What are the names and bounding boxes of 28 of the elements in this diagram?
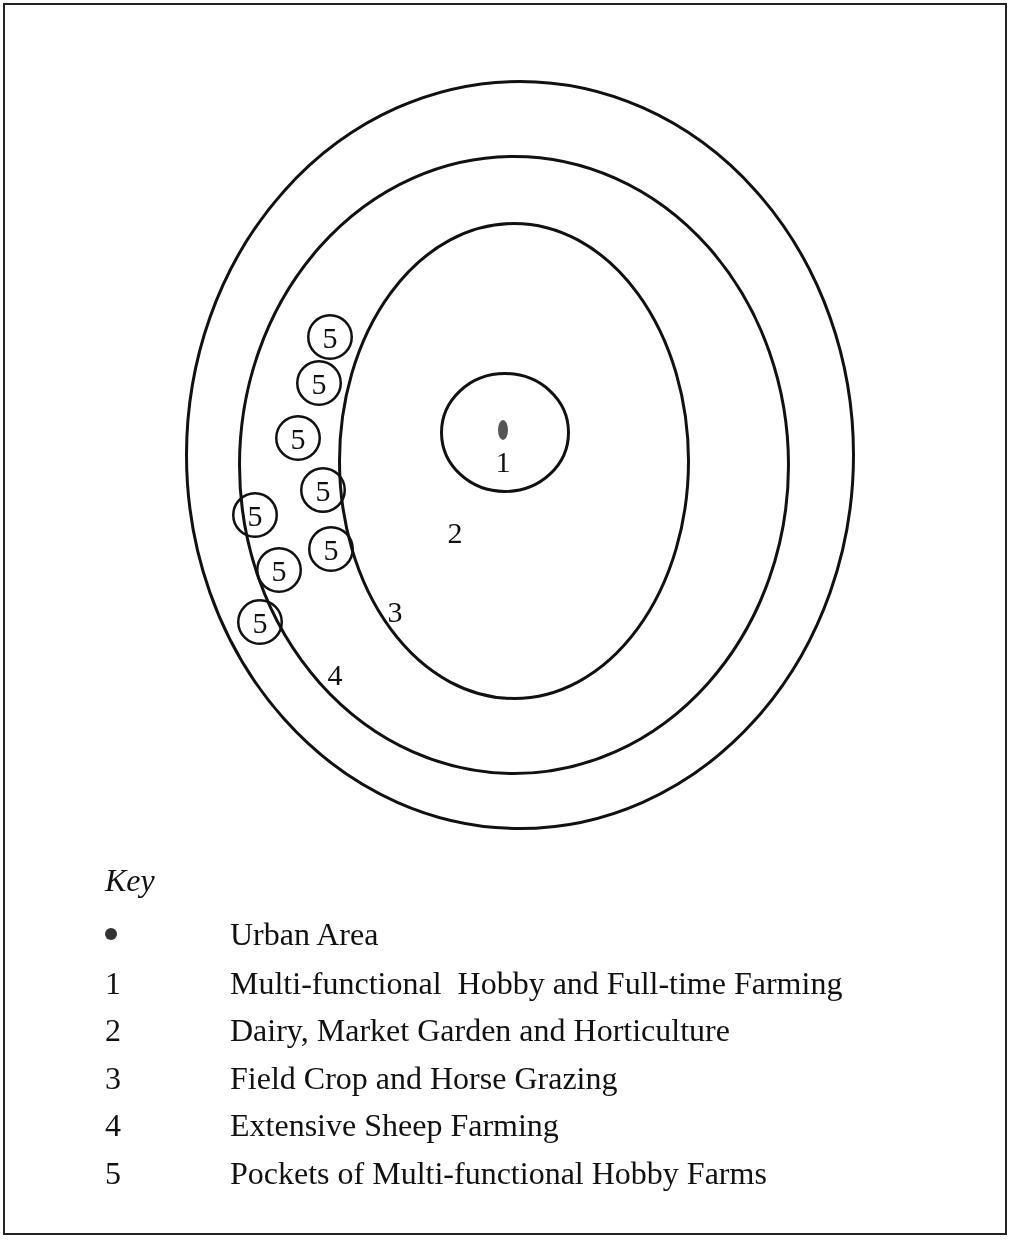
zone-number: 3 xyxy=(387,597,403,627)
pocket-number: 5 xyxy=(271,556,287,586)
pocket-number: 5 xyxy=(315,476,331,506)
pocket-number: 5 xyxy=(247,501,263,531)
legend-text: Field Crop and Horse Grazing xyxy=(230,1060,618,1096)
pocket-number: 5 xyxy=(290,424,306,454)
zone-number: 4 xyxy=(327,660,343,690)
legend-number: 1 xyxy=(105,965,121,1001)
urban-area-dot xyxy=(498,420,508,440)
legend-number: 2 xyxy=(105,1012,121,1048)
pocket-number: 5 xyxy=(323,535,339,565)
zone-ring xyxy=(238,155,790,775)
legend-text: Pockets of Multi-functional Hobby Farms xyxy=(230,1155,767,1191)
legend-text: Extensive Sheep Farming xyxy=(230,1107,559,1143)
legend-text: Urban Area xyxy=(230,916,379,952)
legend-number: 3 xyxy=(105,1060,121,1096)
key-heading: Key xyxy=(105,862,155,898)
zone-ring xyxy=(440,372,570,493)
zone-ring xyxy=(185,80,855,830)
pocket-number: 5 xyxy=(322,323,338,353)
pocket-number: 5 xyxy=(311,369,327,399)
zone-number: 2 xyxy=(447,518,463,548)
legend-text: Multi-functional Hobby and Full-time Farming xyxy=(230,965,843,1001)
legend-number: 4 xyxy=(105,1107,121,1143)
legend-number: 5 xyxy=(105,1155,121,1191)
pocket-number: 5 xyxy=(252,608,268,638)
zone-number: 1 xyxy=(495,447,511,477)
legend-text: Dairy, Market Garden and Horticulture xyxy=(230,1012,730,1048)
